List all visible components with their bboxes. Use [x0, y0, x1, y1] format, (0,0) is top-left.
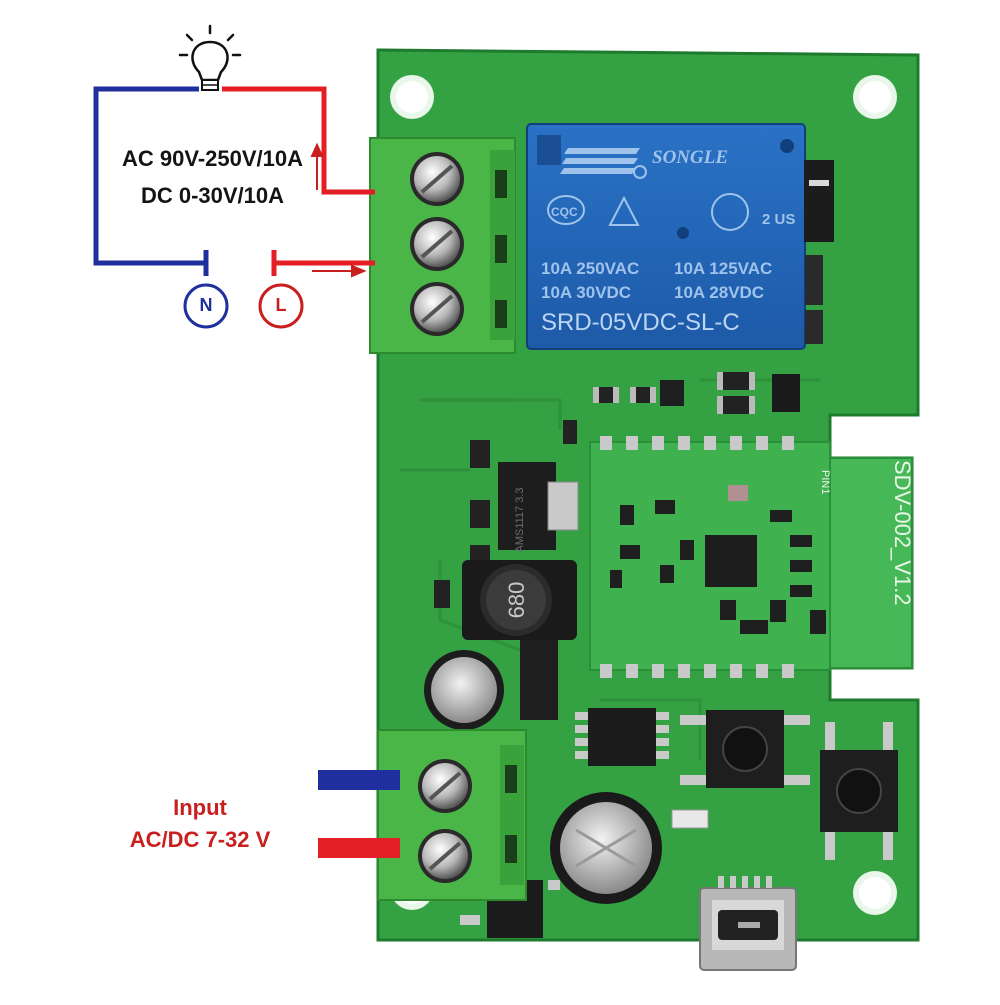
- inductor: 680: [462, 560, 577, 640]
- voltage-regulator: AMS1117 3.3: [498, 462, 579, 553]
- push-button-1: [680, 710, 810, 788]
- module-pin-label: PIN1: [819, 470, 831, 494]
- relay: [526, 123, 806, 350]
- svg-text:680: 680: [504, 582, 529, 619]
- module-label: SDV-002_V1.2: [890, 460, 915, 606]
- relay-rating-2: 10A 125VAC: [674, 259, 772, 278]
- load-rating-ac: AC 90V-250V/10A: [122, 146, 303, 171]
- relay-ul-mark: 2 US: [762, 211, 795, 228]
- input-wire-red: [318, 838, 400, 858]
- input-title: Input: [173, 795, 227, 820]
- diode: [804, 160, 834, 242]
- relay-rating-4: 10A 28VDC: [674, 283, 764, 302]
- electrolytic-capacitor-small: [424, 640, 558, 730]
- smd-components: [434, 372, 800, 608]
- neutral-wire: [93, 86, 205, 266]
- light-bulb-icon: [178, 24, 242, 91]
- wifi-chip: [705, 535, 757, 587]
- neutral-symbol: N: [199, 295, 213, 315]
- smd-ic: [575, 708, 669, 766]
- micro-usb-port: [699, 876, 797, 971]
- relay-brand: SONGLE: [652, 147, 728, 168]
- wifi-module: [589, 436, 913, 678]
- electrolytic-capacitor-large: [550, 792, 662, 904]
- status-led: [671, 809, 709, 829]
- input-terminal-block: [377, 729, 527, 901]
- line-wire-top: [222, 86, 375, 195]
- relay-model: SRD-05VDC-SL-C: [541, 309, 740, 336]
- relay-rating-3: 10A 30VDC: [541, 283, 631, 302]
- line-symbol: L: [275, 295, 287, 315]
- current-arrow-right: [312, 264, 367, 278]
- current-arrow-up: [310, 142, 324, 190]
- relay-cert: CQC: [551, 205, 578, 219]
- input-range: AC/DC 7-32 V: [129, 827, 271, 852]
- load-rating-dc: DC 0-30V/10A: [140, 183, 285, 208]
- relay-rating-1: 10A 250VAC: [541, 259, 639, 278]
- svg-text:AMS1117 3.3: AMS1117 3.3: [514, 487, 526, 552]
- line-symbol-circle: [258, 283, 304, 329]
- push-button-2: [820, 722, 898, 860]
- input-wire-blue: [318, 770, 400, 790]
- relay-terminal-block: [369, 137, 516, 354]
- neutral-symbol-circle: [183, 283, 229, 329]
